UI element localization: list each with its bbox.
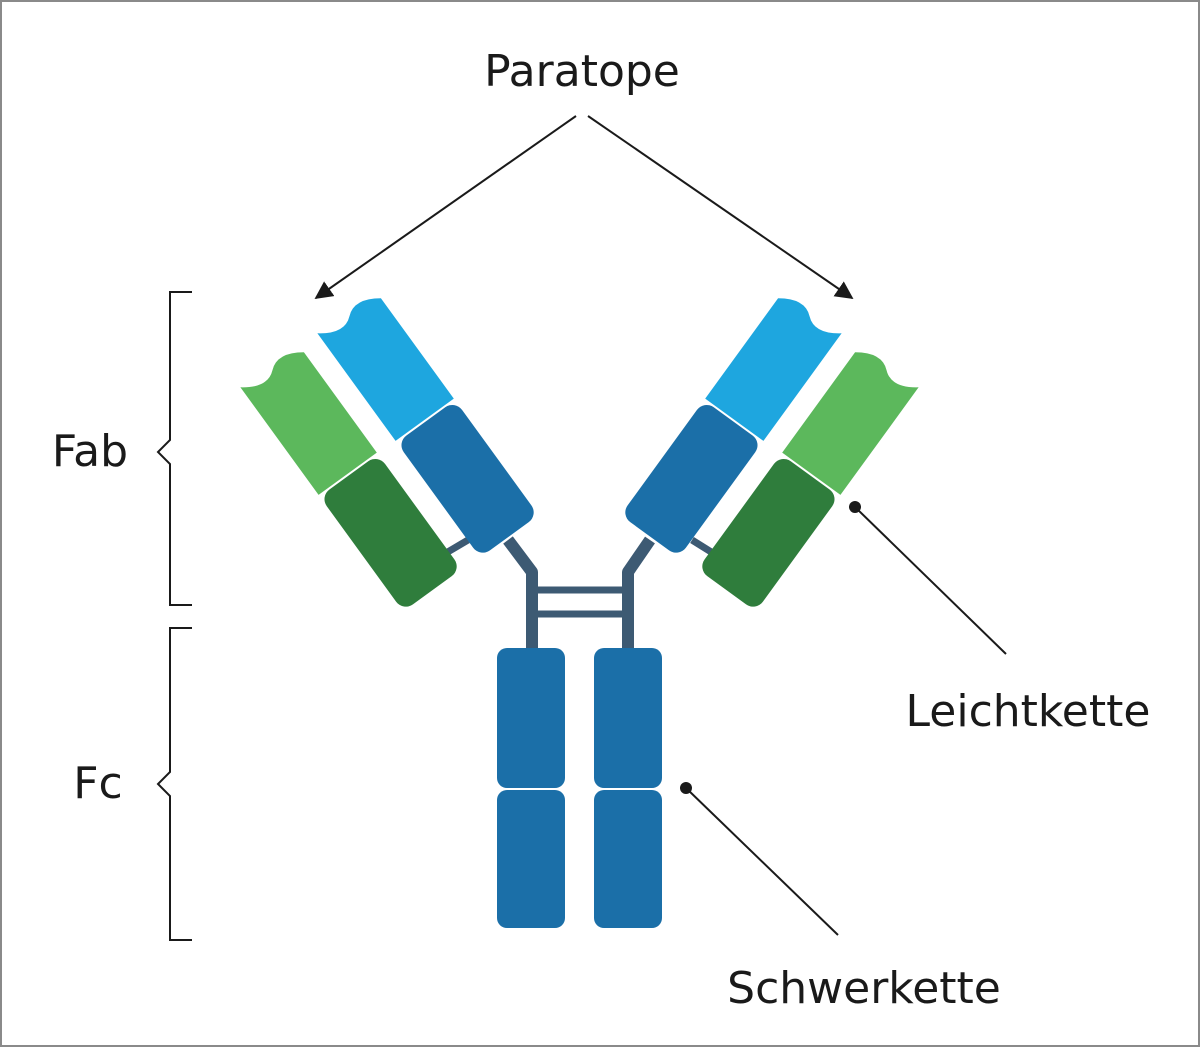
paratope-label: Paratope [484, 46, 680, 97]
right-heavy-constant-domain [625, 404, 758, 553]
heavy-chain-label: Schwerkette [727, 963, 1001, 1014]
fc-bracket [156, 627, 192, 941]
left-hinge-strand [503, 536, 538, 650]
fab-bracket [156, 291, 192, 606]
hinge-region [444, 536, 718, 650]
fc-label: Fc [73, 758, 123, 809]
left-fab-heavy-chain [317, 298, 534, 553]
fc-right-ch3 [594, 790, 662, 928]
heavy-chain-callout-line [685, 787, 839, 936]
left-light-constant-domain [324, 458, 457, 607]
left-heavy-variable-domain [317, 298, 454, 441]
fc-region [497, 648, 662, 928]
fc-left-ch2 [497, 648, 565, 788]
fab-label: Fab [52, 426, 128, 477]
left-light-variable-domain [240, 352, 377, 495]
fc-left-ch3 [497, 790, 565, 928]
paratope-arrow-right [587, 115, 854, 300]
left-light-heavy-link [444, 536, 470, 557]
right-fab-heavy-chain [625, 298, 842, 553]
light-chain-label: Leichtkette [906, 686, 1151, 737]
right-light-constant-domain [702, 458, 835, 607]
left-heavy-constant-domain [401, 404, 534, 553]
right-hinge-strand [622, 536, 655, 650]
fc-right-ch2 [594, 648, 662, 788]
right-light-variable-domain [782, 352, 919, 495]
paratope-arrow-left [314, 115, 577, 300]
right-heavy-variable-domain [705, 298, 842, 441]
right-fab-light-chain [702, 352, 919, 607]
left-fab-light-chain [240, 352, 457, 607]
light-chain-callout-line [854, 506, 1007, 655]
